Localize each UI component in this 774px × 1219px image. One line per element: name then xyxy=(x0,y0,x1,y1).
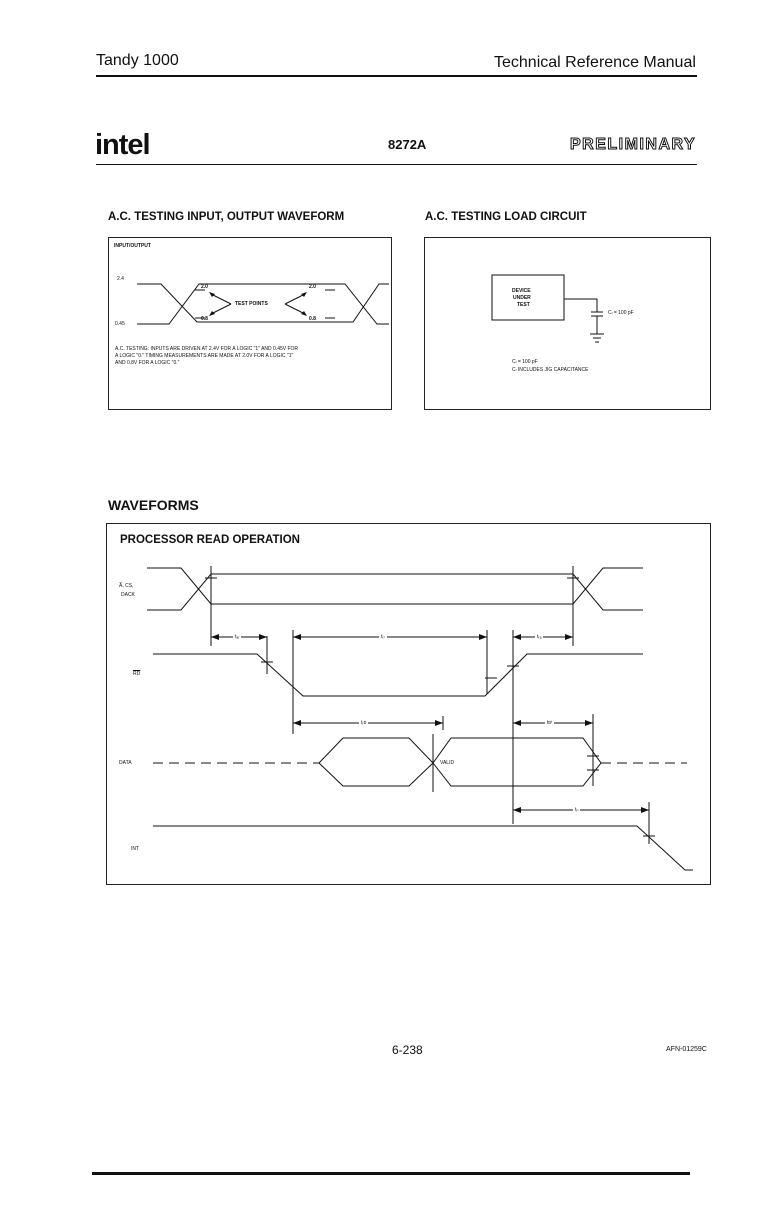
int-waveform xyxy=(153,825,693,871)
ac-load-circuit-box: DEVICE UNDER TEST Cₗ = 100 pF Cₗ = 100 p… xyxy=(424,237,711,410)
device-label-1: DEVICE xyxy=(512,288,531,294)
processor-read-operation-box: PROCESSOR READ OPERATION xyxy=(106,523,711,885)
footer-rule xyxy=(92,1172,690,1175)
test-points-label: TEST POINTS xyxy=(235,301,268,307)
ac-input-title: A.C. TESTING INPUT, OUTPUT WAVEFORM xyxy=(108,211,345,223)
v-low-label: 0.45 xyxy=(115,321,125,327)
t-df-label: tᴅᶠ xyxy=(545,720,555,726)
manual-left-header: Tandy 1000 xyxy=(96,52,179,69)
t-ri-label: tᵣᵢ xyxy=(573,807,581,813)
preliminary-stamp: PRELIMINARY xyxy=(569,136,697,154)
signal-rd-label: RD xyxy=(133,671,141,677)
manual-right-header: Technical Reference Manual xyxy=(494,54,696,71)
header-rule xyxy=(96,75,697,77)
device-under-test-block xyxy=(491,274,565,321)
address-bus-lower xyxy=(147,573,643,611)
signal-dack-label: DACK xyxy=(121,592,135,598)
t-rr-label: tᵣᵣ xyxy=(379,634,387,640)
ac-input-note-line-3: AND 0.8V FOR A LOGIC "0." xyxy=(115,360,180,366)
valid-label: VALID xyxy=(440,760,455,766)
capacitor-label: Cₗ = 100 pF xyxy=(608,310,634,316)
ac-input-waveform-box: INPUT/OUTPUT 2.4 0.45 2.0 2.0 0.8 0.8 TE… xyxy=(108,237,392,410)
afn-code: AFN-01259C xyxy=(666,1046,707,1053)
threshold-low-left: 0.8 xyxy=(201,316,208,322)
load-note-line-2: Cₗ INCLUDES JIG CAPACITANCE xyxy=(512,367,589,373)
t-ar-label: tₐᵣ xyxy=(233,634,242,640)
ac-input-waveform-diagram xyxy=(137,283,389,325)
ac-input-note-line-2: A LOGIC "0." TIMING MEASUREMENTS ARE MAD… xyxy=(115,353,294,359)
page-number: 6-238 xyxy=(392,1043,423,1057)
signal-int-label: INT xyxy=(131,846,140,852)
ac-input-note-line-1: A.C. TESTING: INPUTS ARE DRIVEN AT 2.4V … xyxy=(115,346,299,352)
rd-waveform xyxy=(153,653,643,697)
data-invalid-region xyxy=(318,737,434,787)
threshold-high-left: 2.0 xyxy=(201,284,208,290)
processor-read-operation-title: PROCESSOR READ OPERATION xyxy=(120,534,300,546)
device-label-2: UNDER xyxy=(513,295,531,301)
t-ra-label: tᵣₐ xyxy=(535,634,544,640)
load-note-line-1: Cₗ = 100 pF xyxy=(512,359,538,365)
load-circuit-diagram xyxy=(491,274,604,343)
datasheet-rule xyxy=(96,164,697,165)
intel-logo: intel xyxy=(95,129,151,161)
v-high-label: 2.4 xyxy=(117,276,124,282)
address-bus-upper xyxy=(147,567,643,605)
waveforms-title: WAVEFORMS xyxy=(108,497,199,513)
threshold-low-right: 0.8 xyxy=(309,316,316,322)
signal-data-label: DATA xyxy=(119,760,132,766)
ac-load-title: A.C. TESTING LOAD CIRCUIT xyxy=(425,211,587,223)
device-label-3: TEST xyxy=(517,302,530,308)
input-output-label: INPUT/OUTPUT xyxy=(114,243,151,249)
signal-a-cs-label: A̅, CS, xyxy=(119,583,134,589)
t-rd-label: tᵣᴅ xyxy=(359,720,369,726)
read-timing-diagram xyxy=(147,566,693,871)
part-number: 8272A xyxy=(388,137,427,152)
threshold-high-right: 2.0 xyxy=(309,284,316,290)
data-valid-region xyxy=(432,737,602,787)
